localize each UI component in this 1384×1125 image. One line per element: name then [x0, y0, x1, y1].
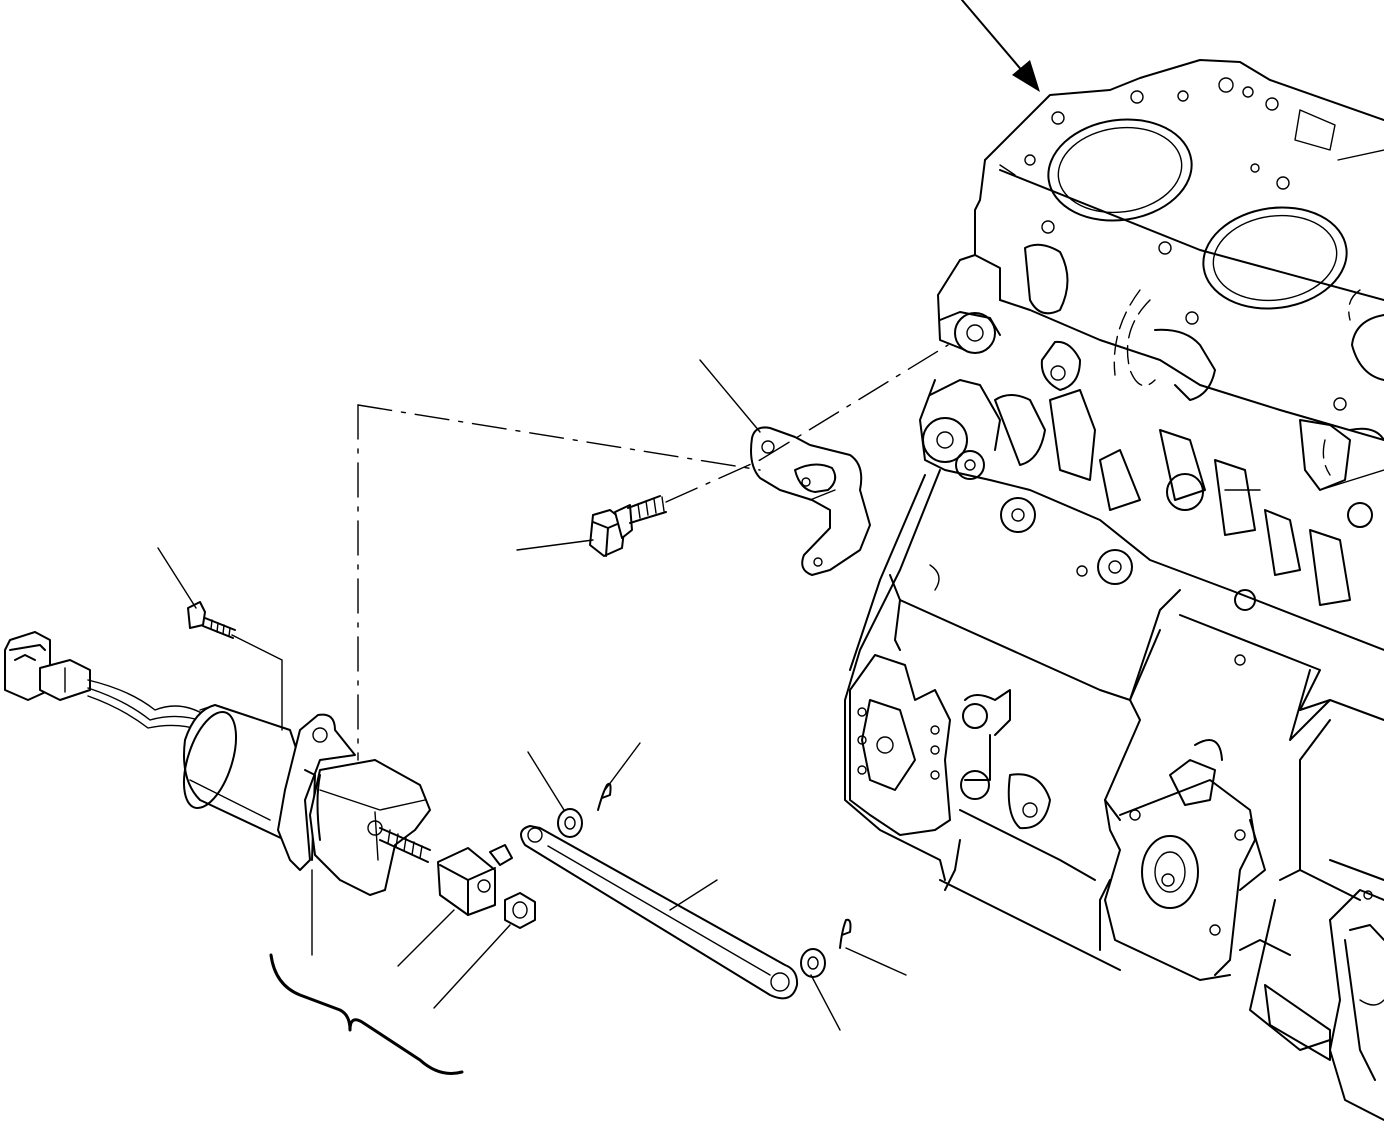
washer-top [557, 808, 583, 838]
mounting-bracket [750, 426, 871, 576]
leader-arrow-engine [961, 0, 1040, 92]
cotter-pin-top [597, 782, 612, 811]
threaded-stud [379, 827, 431, 863]
stop-solenoid-assembly [4, 601, 513, 916]
cotter-pin-bottom [839, 918, 852, 949]
hex-nut [504, 892, 536, 929]
screw-small [187, 601, 236, 639]
engine-cylinder-block [844, 59, 1384, 1121]
washer-bottom [800, 948, 826, 978]
leader-lines [157, 359, 907, 1031]
link-rod [520, 825, 799, 1000]
flange-bolt [589, 495, 667, 557]
wire-connector-plug [4, 631, 91, 701]
assembly-brace [269, 953, 464, 1075]
joint-block [437, 844, 513, 916]
alignment-lines [357, 344, 949, 761]
